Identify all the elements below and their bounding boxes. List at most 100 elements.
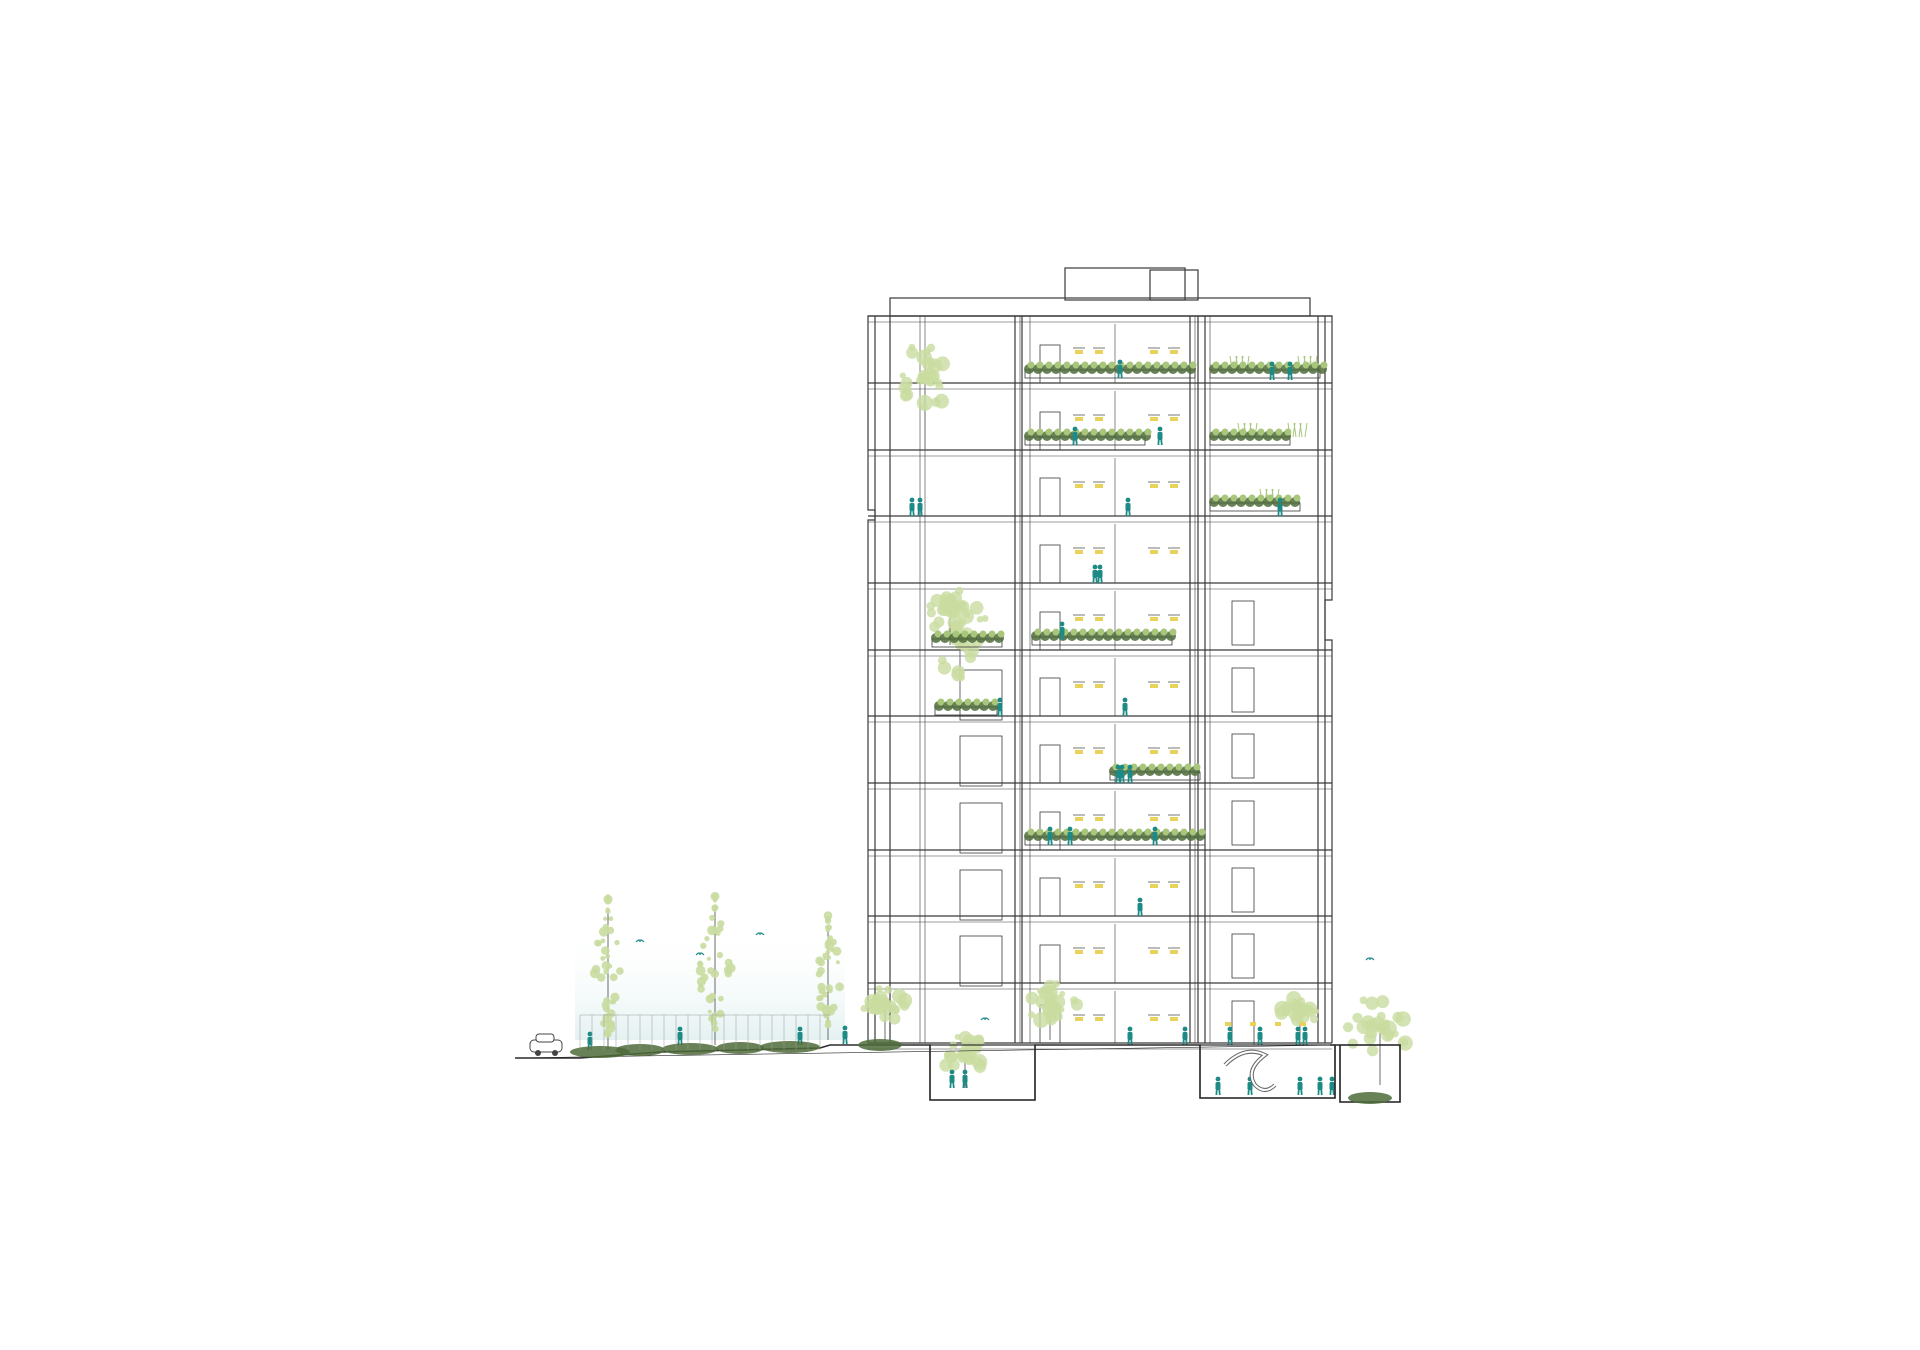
- bird-icon: [980, 1017, 990, 1021]
- shrub-icon: [943, 630, 951, 638]
- tree-icon: [700, 942, 707, 949]
- person-icon: [1117, 365, 1123, 374]
- tree-icon: [697, 961, 704, 968]
- person-icon: [845, 1038, 848, 1045]
- tree-icon: [1310, 1015, 1319, 1024]
- person-icon: [1059, 621, 1065, 627]
- person-icon: [1218, 1089, 1221, 1096]
- basement-room: [929, 1044, 1036, 1101]
- person-icon: [1257, 1032, 1263, 1041]
- person-icon: [1280, 510, 1283, 517]
- person-icon: [962, 1075, 968, 1084]
- door: [1039, 944, 1061, 984]
- tree-icon: [958, 1031, 972, 1045]
- tree-icon: [825, 924, 831, 930]
- window: [1231, 933, 1255, 979]
- terrace-planters: [931, 361, 1328, 846]
- ceiling-light-icon: [1095, 817, 1103, 821]
- tree-icon: [1028, 1011, 1036, 1019]
- tree-icon: [718, 995, 724, 1002]
- car-icon: [552, 1050, 558, 1056]
- tree-icon: [1363, 1032, 1377, 1045]
- tree-icon: [591, 964, 601, 974]
- tree-icon: [698, 983, 703, 988]
- ceiling-light-icon: [1170, 750, 1178, 754]
- window: [959, 935, 1003, 987]
- mound-icon: [716, 1042, 764, 1054]
- tree-icon: [933, 616, 945, 628]
- tree-icon: [944, 1050, 957, 1064]
- shrub-icon: [1052, 628, 1060, 636]
- shrub-icon: [1036, 428, 1044, 436]
- shrub-icon: [1221, 361, 1229, 369]
- window: [1231, 733, 1255, 779]
- tree-icon: [1040, 989, 1047, 996]
- shrub-icon: [1257, 428, 1265, 436]
- tree-icon: [1274, 1000, 1290, 1017]
- shrub-icon: [1045, 361, 1053, 369]
- tree-icon: [906, 346, 919, 359]
- shrub-icon: [1070, 628, 1078, 636]
- shrub-icon: [991, 698, 999, 706]
- shrub-icon: [1027, 361, 1035, 369]
- hedge-backdrop: [575, 930, 845, 1040]
- shrub-icon: [1090, 428, 1098, 436]
- shrub-icon: [964, 698, 972, 706]
- window: [959, 735, 1003, 787]
- shrub-icon: [1171, 828, 1179, 836]
- tree-icon: [970, 1035, 985, 1050]
- person-icon: [1095, 577, 1098, 584]
- person-icon: [1157, 432, 1163, 441]
- person-icon: [909, 497, 915, 503]
- person-icon: [1297, 1076, 1303, 1082]
- ceiling-light-icon: [1095, 350, 1103, 354]
- shrub-icon: [1135, 428, 1143, 436]
- tree-icon: [825, 1022, 831, 1027]
- ceiling-light-icon: [1075, 817, 1083, 821]
- tree-icon: [614, 939, 620, 946]
- person-icon: [1125, 710, 1128, 717]
- ground-line: [514, 1044, 1341, 1059]
- person-icon: [1290, 374, 1293, 381]
- person-icon: [1115, 764, 1121, 770]
- shrub-icon: [1230, 361, 1238, 369]
- person-icon: [1119, 764, 1125, 770]
- person-icon: [1137, 903, 1143, 912]
- shrub-icon: [1239, 428, 1247, 436]
- person-icon: [1272, 374, 1275, 381]
- car-icon: [535, 1050, 541, 1056]
- tree-icon: [922, 347, 931, 356]
- shrub-icon: [1072, 828, 1080, 836]
- shrub-icon: [1088, 628, 1096, 636]
- ceiling-light-icon: [1170, 1017, 1178, 1021]
- ceiling-light-icon: [1150, 350, 1158, 354]
- ceiling-light-icon: [1170, 684, 1178, 688]
- person-icon: [1277, 503, 1283, 512]
- basement-room: [1199, 1044, 1336, 1099]
- person-icon: [1227, 1032, 1233, 1041]
- ceiling-light-icon: [1150, 750, 1158, 754]
- bird-icon: [635, 939, 645, 943]
- tree-icon: [815, 970, 823, 978]
- tree-icon: [600, 1019, 608, 1028]
- tree-icon: [899, 389, 912, 402]
- tree-icon: [596, 940, 602, 947]
- ceiling-light-icon: [1075, 350, 1083, 354]
- person-icon: [1215, 1076, 1221, 1082]
- tree-icon: [822, 952, 829, 959]
- shrub-icon: [1320, 361, 1328, 369]
- tree-icon: [605, 907, 610, 912]
- person-icon: [797, 1032, 803, 1041]
- shrub-icon: [1212, 361, 1220, 369]
- ceiling-light-icon: [1170, 884, 1178, 888]
- shrub-icon: [1135, 828, 1143, 836]
- tree-icon: [958, 640, 971, 652]
- shrub-icon: [961, 630, 969, 638]
- person-icon: [1075, 439, 1078, 446]
- ceiling-light-icon: [1225, 1022, 1231, 1026]
- ceiling-light-icon: [1275, 1022, 1281, 1026]
- tree-icon: [935, 382, 944, 391]
- shrub-icon: [1248, 428, 1256, 436]
- shrub-icon: [1166, 763, 1174, 771]
